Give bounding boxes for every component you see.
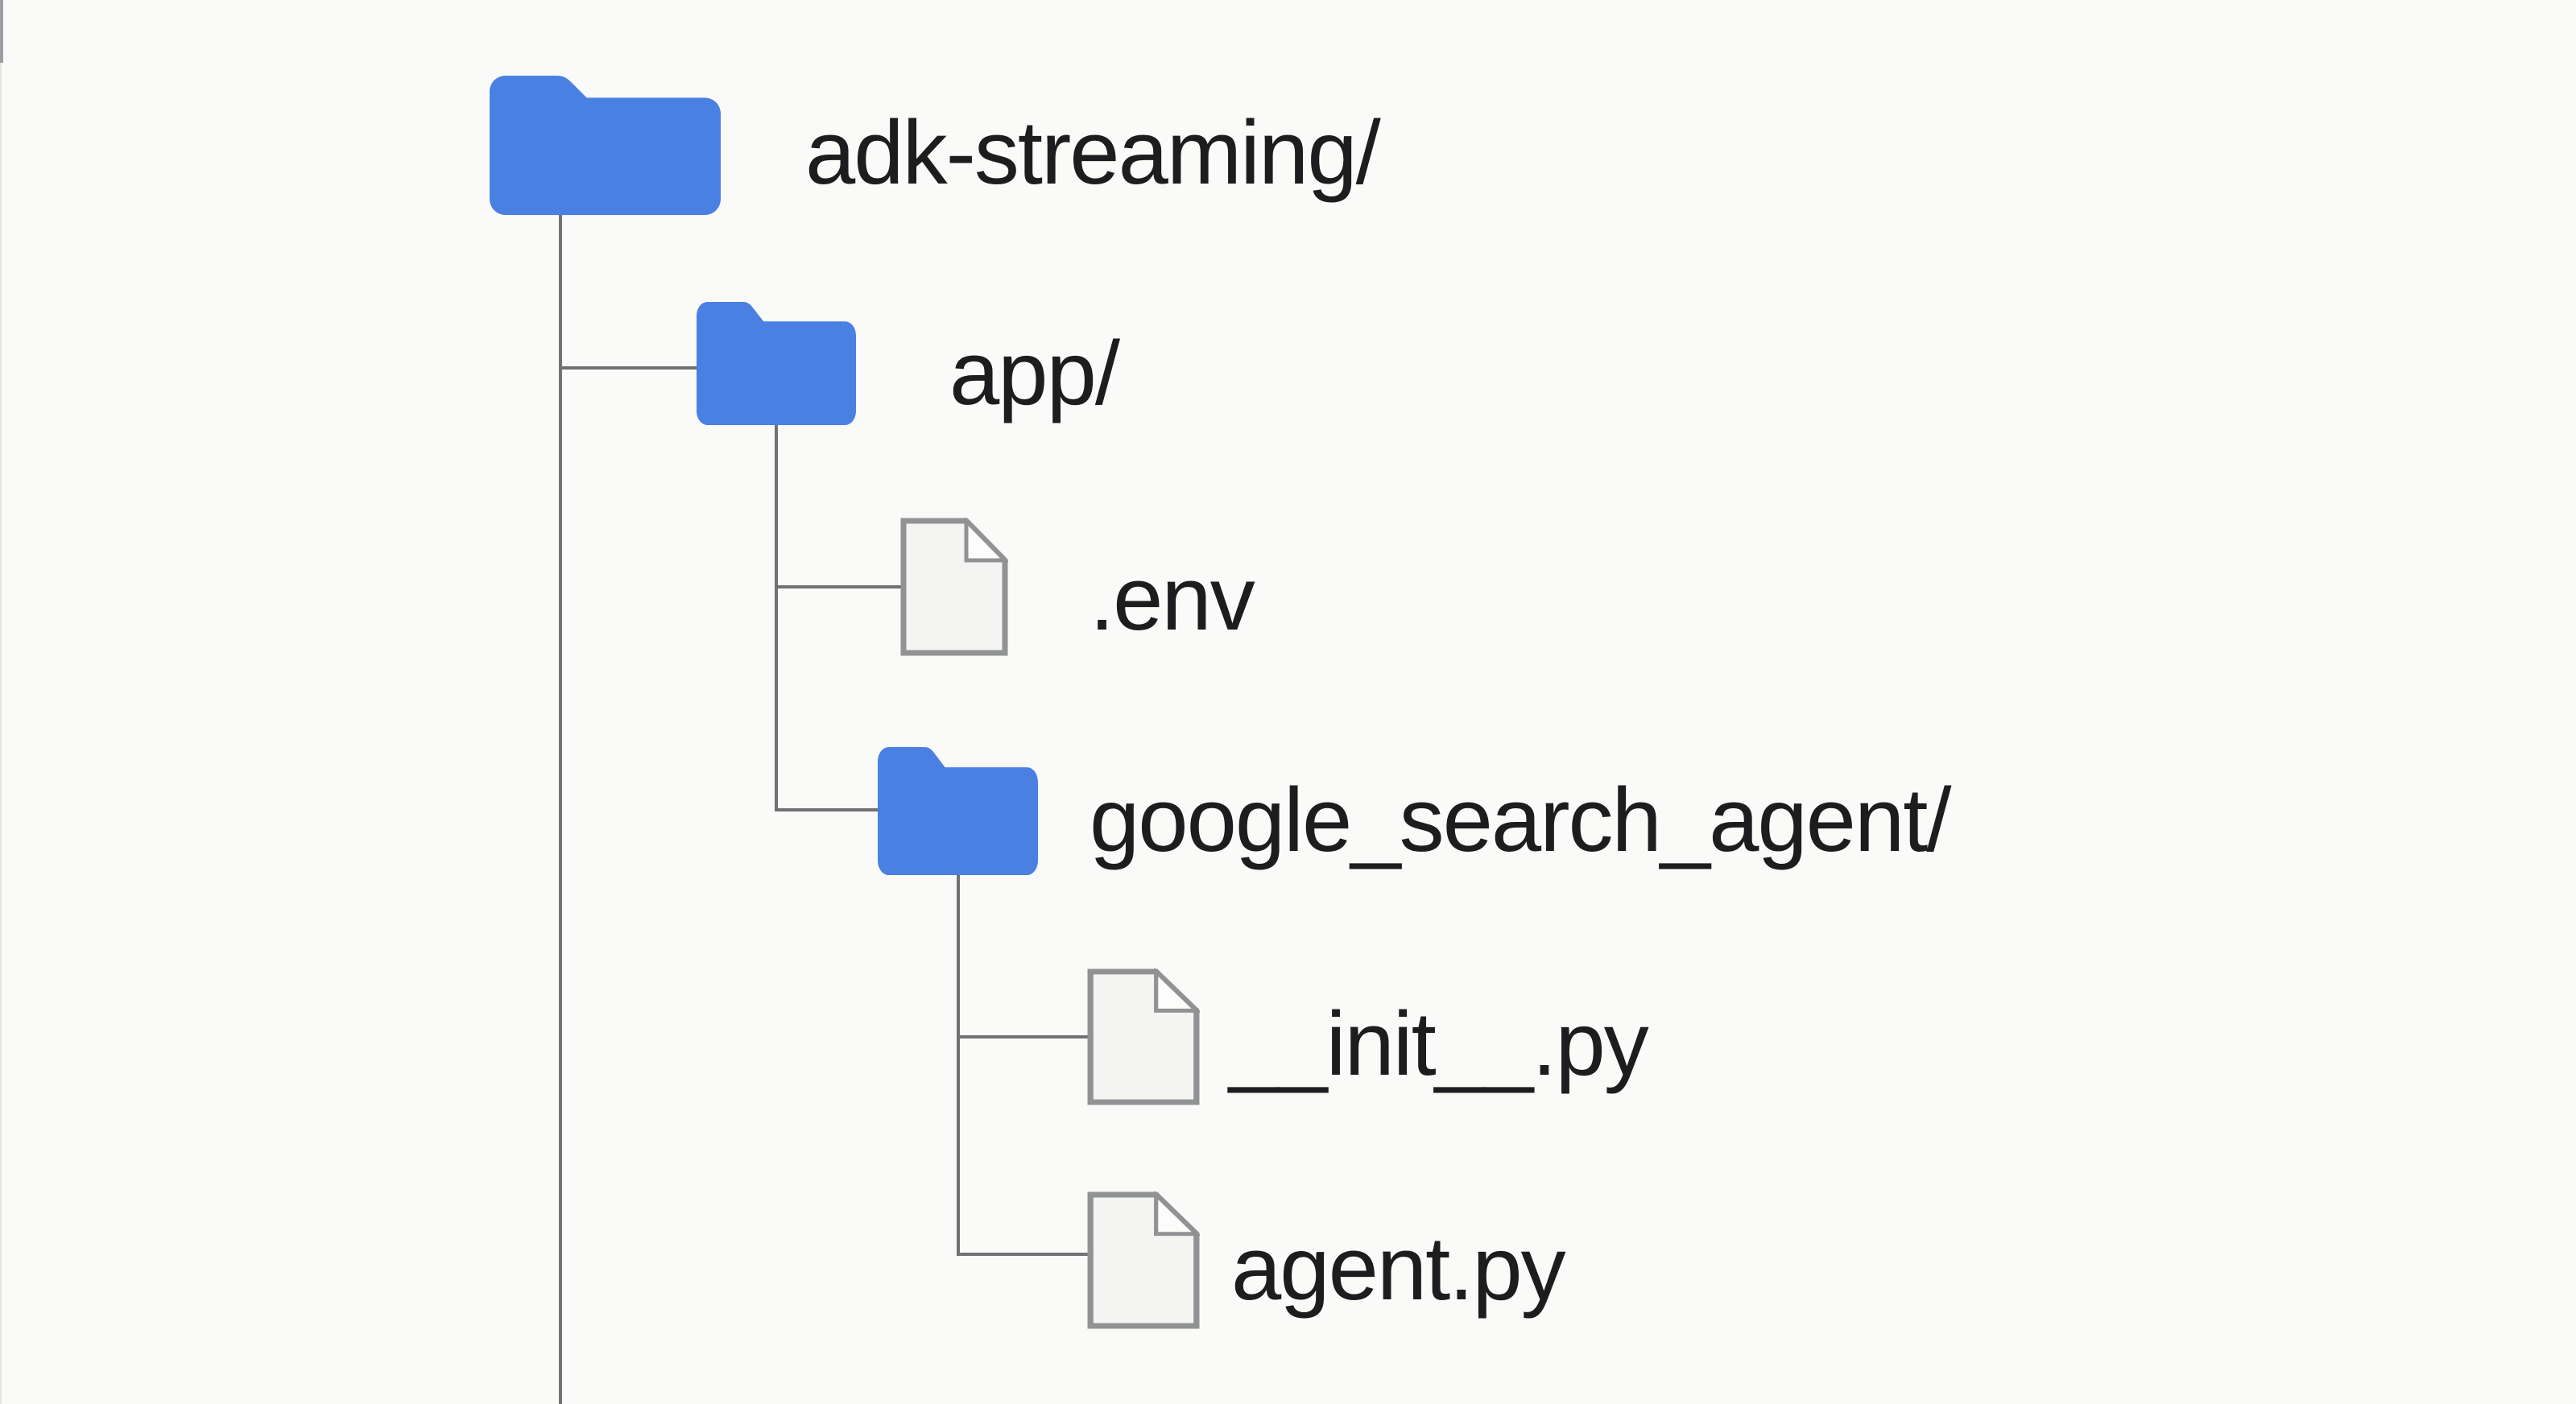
tree-connector-vertical-google-search-agent <box>957 873 960 1256</box>
folder-icon <box>490 76 721 215</box>
left-edge-dark-segment <box>0 0 3 63</box>
tree-connector-branch-init <box>957 1035 1091 1039</box>
tree-node-label: app/ <box>949 323 1120 423</box>
tree-node-label: adk-streaming/ <box>805 102 1381 203</box>
tree-connector-branch-agent <box>957 1253 1091 1256</box>
tree-connector-branch-app <box>559 366 697 370</box>
tree-connector-vertical-app <box>775 423 778 811</box>
file-icon <box>900 518 1008 656</box>
tree-node-label: __init__.py <box>1229 993 1649 1094</box>
file-icon <box>1087 968 1200 1105</box>
tree-node-label: .env <box>1090 548 1255 649</box>
tree-node-label: google_search_agent/ <box>1090 770 1951 870</box>
folder-icon <box>697 302 856 425</box>
tree-node-label: agent.py <box>1231 1218 1566 1319</box>
file-icon <box>1087 1191 1200 1329</box>
tree-connector-branch-google-search-agent <box>775 808 879 811</box>
left-edge-line <box>0 0 2 1404</box>
folder-icon <box>878 747 1038 875</box>
tree-connector-vertical-root <box>559 213 562 1404</box>
tree-connector-branch-env <box>775 585 902 588</box>
